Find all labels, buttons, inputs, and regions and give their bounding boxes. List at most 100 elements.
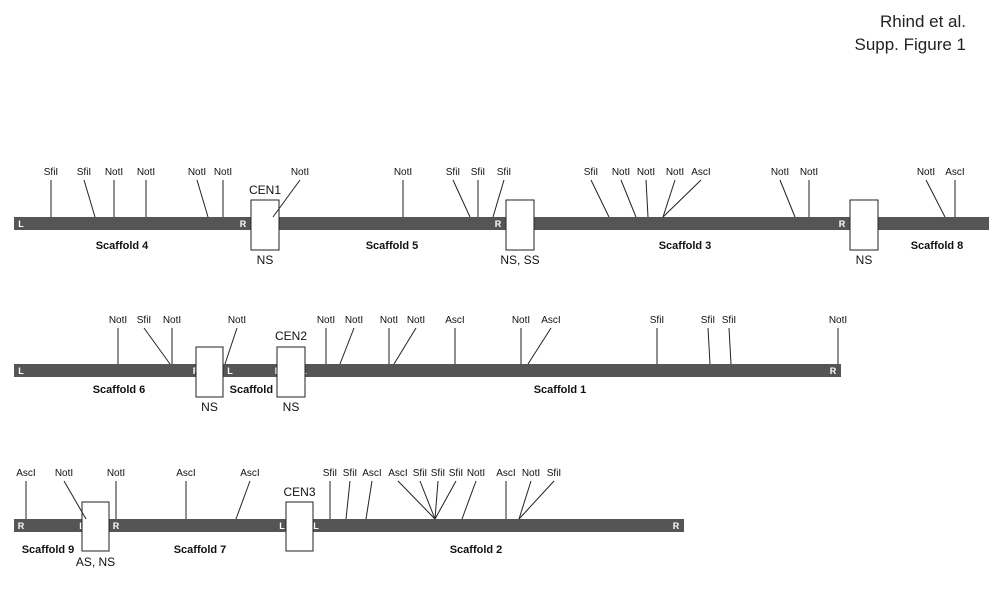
scaffold-right-end-label: R	[830, 366, 837, 376]
gap-label: NS	[201, 400, 218, 414]
centromere-label: CEN2	[275, 329, 307, 343]
restriction-site-label: SfiI	[471, 167, 485, 178]
gap-label: AS, NS	[76, 555, 115, 569]
scaffold-name-label: Scaffold 7	[174, 544, 227, 556]
restriction-site-label: SfiI	[701, 315, 715, 326]
scaffold-bar	[223, 364, 286, 377]
gap-label: NS	[257, 253, 274, 267]
scaffold-left-end-label: L	[18, 219, 24, 229]
restriction-site-label: NotI	[291, 167, 309, 178]
restriction-site-pin	[590, 179, 610, 218]
scaffold-name-label: Scaffold 10	[230, 384, 289, 396]
gap-label: NS	[283, 400, 300, 414]
gap-box	[849, 199, 879, 251]
restriction-site-label: NotI	[137, 167, 155, 178]
scaffold-name-label: Scaffold 4	[96, 240, 149, 252]
restriction-site-pin	[397, 480, 436, 520]
scaffold-bar	[309, 519, 684, 532]
restriction-site-pin	[196, 179, 209, 218]
scaffold-name-label: Scaffold 8	[911, 240, 964, 252]
restriction-site-label: NotI	[666, 167, 684, 178]
restriction-site-label: AscI	[388, 468, 407, 479]
gap-box	[195, 346, 224, 398]
restriction-site-pin	[345, 480, 351, 520]
restriction-site-label: NotI	[637, 167, 655, 178]
restriction-site-label: AscI	[176, 468, 195, 479]
gap-label: NS, SS	[500, 253, 539, 267]
restriction-site-label: NotI	[522, 468, 540, 479]
restriction-site-label: NotI	[512, 315, 530, 326]
restriction-site-label: NotI	[55, 468, 73, 479]
restriction-site-pin	[527, 327, 552, 365]
restriction-site-label: SfiI	[137, 315, 151, 326]
restriction-site-pin	[452, 179, 471, 218]
restriction-site-label: AscI	[691, 167, 710, 178]
scaffold-right-end-label: R	[673, 521, 680, 531]
gap-box	[81, 501, 110, 552]
gap-box	[250, 199, 280, 251]
gap-box	[276, 346, 306, 398]
restriction-site-pin	[662, 179, 702, 218]
scaffold-bar	[14, 519, 90, 532]
scaffold-bar	[270, 217, 506, 230]
scaffold-left-end-label: L	[313, 521, 319, 531]
restriction-site-pin	[620, 179, 637, 218]
restriction-site-label: SfiI	[323, 468, 337, 479]
header-figure-number: Supp. Figure 1	[854, 35, 966, 54]
restriction-site-label: SfiI	[497, 167, 511, 178]
restriction-site-label: NotI	[612, 167, 630, 178]
restriction-site-pin	[728, 327, 732, 365]
scaffold-bar	[297, 364, 841, 377]
restriction-site-pin	[365, 480, 373, 520]
scaffold-name-label: Scaffold 6	[93, 384, 146, 396]
restriction-site-pin	[518, 480, 555, 520]
restriction-site-pin	[83, 179, 96, 218]
restriction-site-label: SfiI	[449, 468, 463, 479]
scaffold-name-label: Scaffold 5	[366, 240, 419, 252]
header-author: Rhind et al.	[880, 12, 966, 31]
restriction-site-label: SfiI	[413, 468, 427, 479]
restriction-site-pin	[461, 480, 477, 520]
restriction-site-pin	[63, 480, 87, 520]
restriction-site-label: NotI	[800, 167, 818, 178]
restriction-site-pin	[925, 179, 946, 218]
restriction-site-label: AscI	[16, 468, 35, 479]
scaffold-bar	[14, 364, 204, 377]
restriction-site-pin	[662, 179, 676, 218]
centromere-label: CEN3	[283, 485, 315, 499]
gap-label: NS	[856, 253, 873, 267]
restriction-site-label: SfiI	[584, 167, 598, 178]
scaffold-name-label: Scaffold 9	[22, 544, 75, 556]
restriction-site-label: SfiI	[547, 468, 561, 479]
restriction-site-label: SfiI	[722, 315, 736, 326]
restriction-site-label: NotI	[829, 315, 847, 326]
restriction-site-label: NotI	[163, 315, 181, 326]
restriction-site-pin	[779, 179, 796, 218]
scaffold-bar	[525, 217, 850, 230]
restriction-site-pin	[419, 480, 436, 520]
restriction-site-label: SfiI	[44, 167, 58, 178]
restriction-site-label: SfiI	[343, 468, 357, 479]
scaffold-right-end-label: R	[240, 219, 247, 229]
restriction-site-label: AscI	[445, 315, 464, 326]
scaffold-left-end-label: R	[18, 521, 25, 531]
scaffold-name-label: Scaffold 1	[534, 384, 587, 396]
scaffold-right-end-label: L	[279, 521, 285, 531]
restriction-site-label: SfiI	[431, 468, 445, 479]
scaffold-left-end-label: L	[18, 366, 24, 376]
restriction-site-label: NotI	[214, 167, 232, 178]
centromere-label: CEN1	[249, 183, 281, 197]
scaffold-bar	[14, 217, 251, 230]
scaffold-right-end-label: R	[839, 219, 846, 229]
restriction-site-label: NotI	[771, 167, 789, 178]
restriction-site-label: NotI	[228, 315, 246, 326]
scaffold-bar	[869, 217, 989, 230]
restriction-site-label: NotI	[407, 315, 425, 326]
restriction-site-label: AscI	[240, 468, 259, 479]
restriction-site-pin	[339, 327, 355, 365]
restriction-site-pin	[434, 480, 439, 520]
restriction-site-pin	[434, 480, 457, 520]
restriction-site-label: AscI	[496, 468, 515, 479]
restriction-site-label: SfiI	[77, 167, 91, 178]
